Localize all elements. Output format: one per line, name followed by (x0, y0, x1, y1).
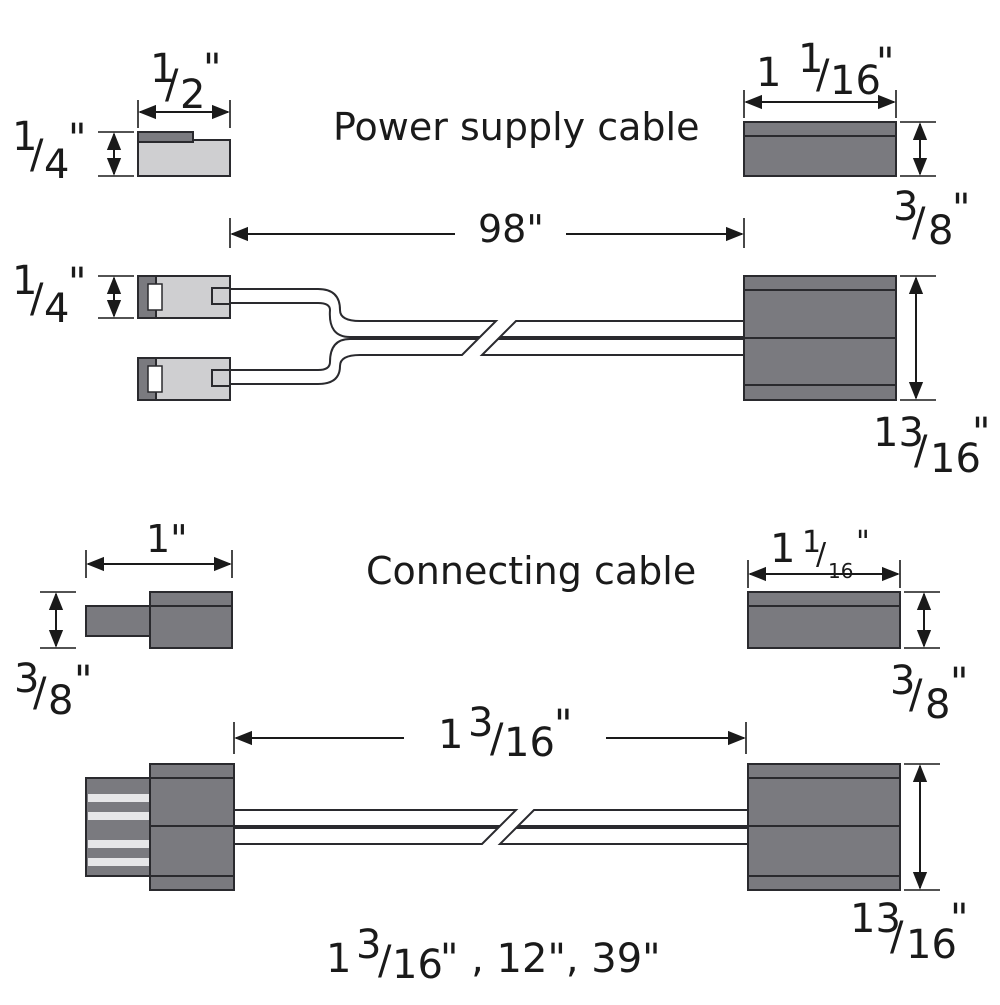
cc-lengths-den: 16 (392, 942, 443, 988)
ps-plug-side-height-dimension: 1 / 4 " (12, 258, 134, 332)
cc-head-height-unit: " (950, 896, 968, 942)
ps-plug-width-unit: " (203, 46, 221, 92)
cc-head-thickness-unit: " (950, 660, 968, 706)
cc-head-height-dimension: 13 / 16 " (850, 763, 968, 968)
ps-head-width-num: 1 (798, 36, 823, 82)
ps-plug-top-view (137, 131, 231, 177)
ps-head-height-slash: / (914, 428, 928, 474)
ps-plug-height-slash: / (30, 132, 44, 178)
ps-head-width-whole: 1 (756, 50, 781, 96)
cc-lengths-whole: 1 (326, 936, 351, 982)
cc-length-unit: " (554, 702, 572, 748)
ps-head-height-den: 16 (930, 436, 981, 482)
cc-plug-thickness-dimension: 3 / 8 " (14, 591, 92, 724)
ps-head-height-unit: " (972, 410, 990, 456)
ps-head-width-slash: / (816, 52, 830, 98)
cc-head-top-view (747, 591, 901, 649)
ps-plug-width-num: 1 (150, 46, 175, 92)
ps-plug-side-den: 4 (44, 286, 69, 332)
power-supply-title: Power supply cable (333, 105, 699, 149)
cc-cable-right-upper (515, 809, 749, 827)
cc-length-dimension: 1 3 / 16 " (233, 700, 747, 766)
cc-cable-left-lower (233, 827, 501, 845)
cc-length-whole: 1 (438, 712, 463, 758)
ps-head-thickness-den: 8 (928, 208, 953, 254)
ps-plug-height-unit: " (68, 116, 86, 162)
ps-length-label: 98" (478, 207, 544, 251)
cc-plug-thickness-den: 8 (48, 678, 73, 724)
ps-head-thickness-slash: / (912, 200, 926, 246)
cc-side-view (85, 763, 901, 891)
cc-head-width-slash: / (816, 537, 827, 572)
cc-head-width-num: 1 (802, 525, 821, 560)
cc-length-num: 3 (468, 700, 493, 746)
cc-head-height-slash: / (890, 914, 904, 960)
cc-plug-thickness-slash: / (33, 670, 47, 716)
cc-length-slash: / (490, 716, 504, 762)
ps-wire-upper (227, 288, 499, 338)
cc-head-height-num: 13 (850, 896, 901, 942)
cc-lengths-num: 3 (356, 922, 381, 968)
cc-head-width-whole: 1 (770, 526, 795, 572)
cc-head-thickness-den: 8 (925, 682, 950, 728)
ps-plug-height-den: 4 (44, 142, 69, 188)
cc-head-thickness-slash: / (909, 672, 923, 718)
cc-cable-left-upper (233, 809, 519, 827)
ps-plug-side-slash: / (30, 276, 44, 322)
ps-head-width-den: 16 (830, 58, 881, 104)
cc-plug-width-label: 1" (146, 517, 188, 561)
ps-plug-side-num: 1 (12, 258, 37, 304)
cc-head-thickness-dimension: 3 / 8 " (890, 591, 968, 728)
ps-wire-lower (227, 338, 481, 385)
ps-head-width-dimension: 1 1 / 16 " (743, 36, 897, 118)
ps-plug-height-dimension: 1 / 4 " (12, 114, 134, 188)
cc-plug-thickness-unit: " (74, 658, 92, 704)
ps-head-width-unit: " (876, 40, 894, 86)
cc-lengths-rest: " , 12", 39" (440, 936, 661, 982)
cc-head-width-unit: " (856, 525, 870, 560)
ps-length-dimension: 98" (229, 207, 745, 251)
cc-head-height-den: 16 (906, 922, 957, 968)
ps-head-thickness-dimension: 3 / 8 " (893, 121, 970, 254)
ps-head-height-num: 13 (873, 410, 924, 456)
ps-head-top-view (743, 121, 897, 177)
cc-length-den: 16 (504, 720, 555, 766)
cc-plug-width-dimension: 1" (85, 517, 233, 578)
cc-plug-top-view (85, 591, 233, 649)
cc-available-lengths: 1 3 / 16 " , 12", 39" (326, 922, 661, 988)
ps-head-thickness-num: 3 (893, 184, 918, 230)
ps-plug-side-unit: " (68, 260, 86, 306)
cc-head-width-den: 16 (828, 559, 853, 583)
ps-head-thickness-unit: " (952, 186, 970, 232)
cc-lengths-slash: / (378, 938, 392, 984)
ps-plug-width-den: 2 (180, 72, 205, 118)
ps-plug-width-slash: / (165, 62, 179, 108)
cc-head-thickness-num: 3 (890, 658, 915, 704)
cc-plug-thickness-num: 3 (14, 656, 39, 702)
ps-side-view (137, 275, 897, 401)
ps-plug-width-dimension: 1 / 2 " (137, 46, 231, 128)
ps-head-height-dimension: 13 / 16 " (873, 275, 990, 482)
ps-cable-right-lower (479, 338, 745, 356)
cc-pin-block (85, 777, 153, 877)
connecting-title: Connecting cable (366, 549, 696, 593)
ps-plug-height-num: 1 (12, 114, 37, 160)
ps-cable-right-upper (497, 320, 745, 338)
cc-cable-right-lower (497, 827, 749, 845)
cc-head-width-dimension: 1 1 / 16 " (747, 525, 901, 588)
